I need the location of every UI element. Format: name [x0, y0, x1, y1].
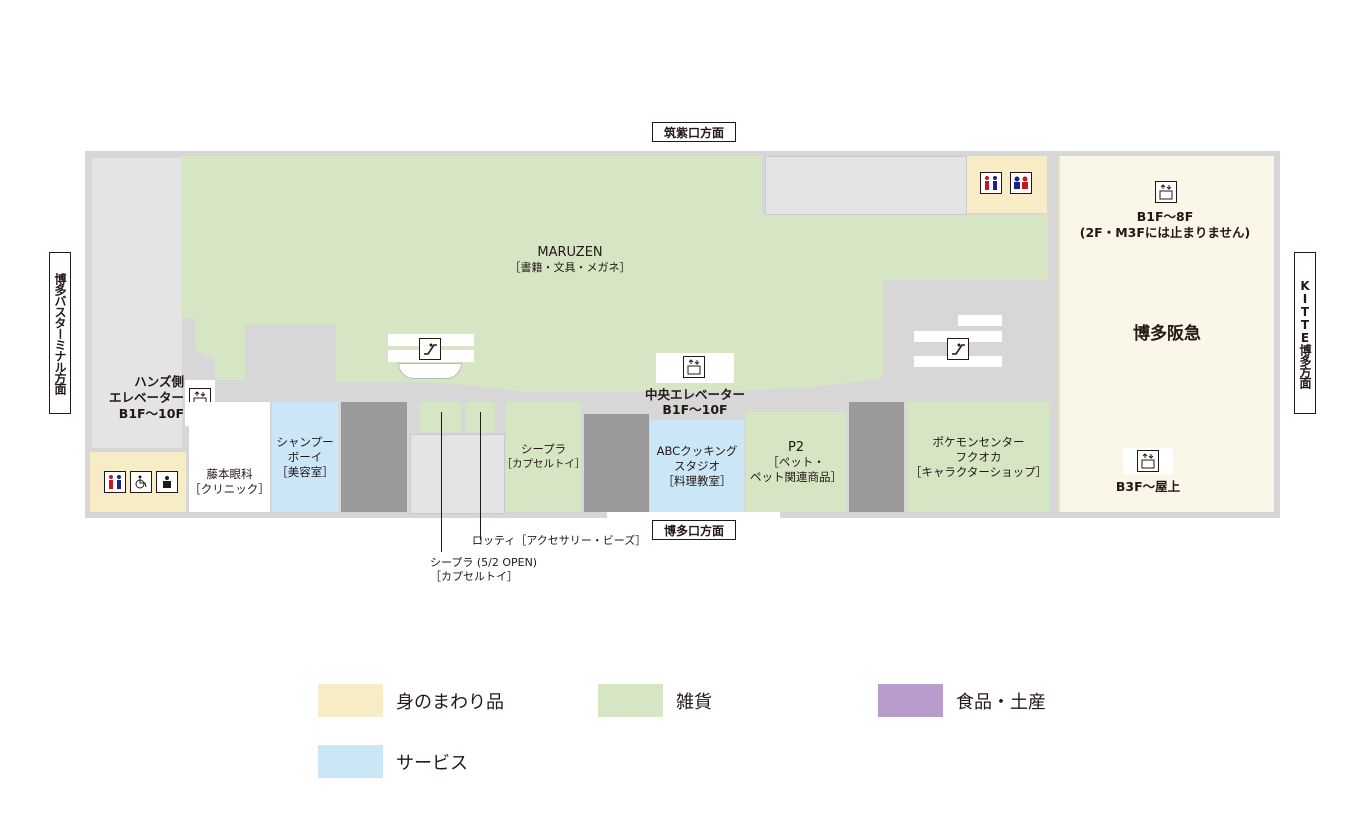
wheelchair-icon	[130, 471, 152, 493]
legend-swatch-food	[878, 684, 943, 717]
legend-label-zakka: 雑貨	[676, 692, 712, 713]
restroom-icon	[980, 172, 1002, 194]
escalator-right-b	[914, 331, 1002, 342]
left-back-area	[92, 158, 182, 448]
legend-label-food: 食品・土産	[956, 692, 1046, 713]
store-category: ［書籍・文具・メガネ］	[509, 261, 631, 274]
store-maruzen[interactable]: MARUZEN ［書籍・文具・メガネ］	[470, 240, 670, 280]
legend-swatch-service	[318, 745, 383, 778]
family-restroom-icon	[1010, 172, 1032, 194]
direction-south-label: 博多口方面	[652, 520, 736, 540]
pillar	[584, 414, 649, 512]
escalator-icon	[419, 338, 441, 360]
pillar	[341, 402, 407, 512]
store-seapla-1[interactable]: シープラ ［カプセルトイ］	[502, 402, 586, 512]
escalator-right-a	[958, 315, 1002, 326]
escalator-left-c	[398, 363, 462, 379]
elevator-icon	[1155, 181, 1177, 203]
pillar	[849, 402, 904, 512]
direction-west-label: 博多バスターミナル方面	[49, 252, 71, 414]
store-pokemon-center[interactable]: ポケモンセンター フクオカ ［キャラクターショップ］	[908, 402, 1049, 512]
store-shampoo-boy[interactable]: シャンプー ボーイ ［美容室］	[272, 402, 338, 512]
store-abc-cooking[interactable]: ABCクッキング スタジオ ［料理教室］	[650, 420, 744, 512]
store-seapla-2[interactable]	[420, 402, 461, 432]
hands-elevator-label: ハンズ側 エレベーター B1F〜10F	[108, 374, 184, 421]
restroom-area-north	[967, 156, 1047, 213]
restroom-icon	[104, 471, 126, 493]
direction-north-label: 筑紫口方面	[652, 122, 736, 142]
store-name: 博多阪急	[1133, 323, 1201, 344]
central-elevator-label: 中央エレベーター B1F〜10F	[644, 387, 745, 417]
hankyu-elevator-lower-label: B3F〜屋上	[1115, 478, 1181, 494]
legend-label-service: サービス	[396, 753, 468, 774]
escalator-right-c	[914, 356, 1002, 367]
elevator-icon	[1137, 450, 1159, 472]
store-fujimoto[interactable]: 藤本眼科 ［クリニック］	[189, 402, 270, 512]
legend-swatch-zakka	[598, 684, 663, 717]
elevator-icon	[683, 356, 705, 378]
nursing-room-icon	[156, 471, 178, 493]
store-p2[interactable]: P2 ［ペット・ ペット関連商品］	[746, 412, 846, 512]
kiosk-area	[410, 434, 505, 514]
storage-block	[765, 156, 967, 215]
legend-swatch-minomawari	[318, 684, 383, 717]
south-entrance	[607, 512, 780, 520]
callout-seapla-2: シープラ (5/2 OPEN) ［カプセルトイ］	[430, 556, 538, 583]
legend-label-minomawari: 身のまわり品	[396, 692, 504, 713]
callout-lotty: ロッティ［アクセサリー・ビーズ］	[472, 534, 647, 547]
direction-east-label: KITTE博多方面	[1294, 252, 1316, 414]
callout-line-seapla-2	[441, 412, 442, 552]
escalator-icon	[947, 338, 969, 360]
hankyu-elevator-upper-label: B1F〜8F (2F・M3Fには止まりません)	[1079, 209, 1251, 240]
store-name: MARUZEN	[537, 245, 603, 260]
callout-line-lotty	[480, 412, 481, 540]
